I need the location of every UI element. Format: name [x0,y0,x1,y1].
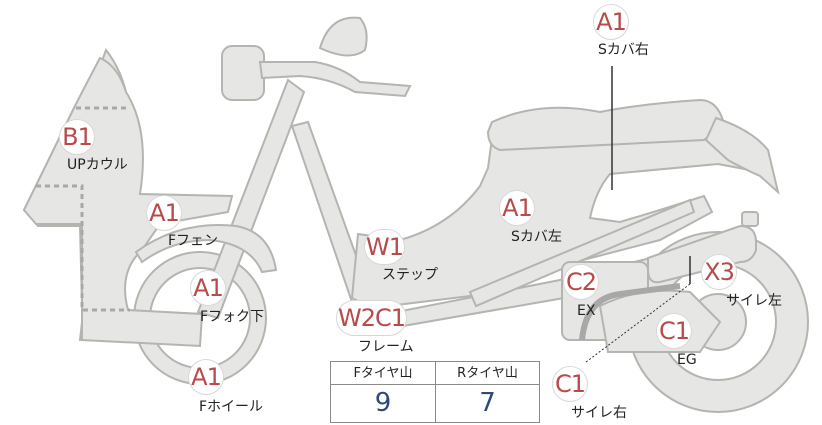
side-cover-left-label: Sカバ左 [511,229,562,245]
s-cover-right-label: Sカバ右 [598,42,649,58]
muffler-right-label: サイレ右 [571,405,627,421]
frame-label: フレーム [358,339,414,355]
rear-tire-value[interactable]: 7 [479,388,496,418]
muffler-left-code[interactable]: X3 [701,254,737,290]
exhaust-pipe [579,283,681,341]
front-fender-shape [134,224,278,274]
frame-code[interactable]: W2C1 [336,300,408,336]
step-label: ステップ [382,267,438,283]
exhaust-code[interactable]: C2 [563,264,599,300]
headlight-shape [318,16,368,57]
up-cowl-label: UPカウル [67,157,128,173]
seat-shape [486,98,726,152]
s-cover-right-code[interactable]: A1 [593,4,629,40]
up-cowl-code[interactable]: B1 [59,119,95,155]
front-tire-header: Fタイヤ山 [331,362,435,385]
tail-shape [704,116,780,195]
front-fender-code[interactable]: A1 [146,195,182,231]
muffler-shape [647,224,757,284]
engine-label: EG [677,352,697,368]
muffler-right-code[interactable]: C1 [552,366,588,402]
front-wheel-label: Fホイール [199,399,264,415]
front-fender-label: Fフェン [168,233,219,249]
rear-tire-header: Rタイヤ山 [436,362,539,385]
muffler-left-label: サイレ左 [726,293,782,309]
front-fork-lower-code[interactable]: A1 [190,270,226,306]
cowl-dash-line [36,106,130,312]
step-code[interactable]: W1 [364,229,405,265]
front-wheel-code[interactable]: A1 [188,359,224,395]
leader-muffler-right [585,283,691,363]
front-tire-value[interactable]: 9 [374,388,392,418]
rear-body-shape [350,134,761,310]
handle-arm [258,61,412,98]
handlebar-block [221,45,265,101]
side-cover-left-code[interactable]: A1 [499,190,535,226]
front-fork-lower-label: Fフォク下 [200,309,265,325]
under-frame-tube [468,198,696,308]
exhaust-label: EX [577,303,596,319]
tire-tread-table: Fタイヤ山 Rタイヤ山 9 7 [330,361,540,423]
engine-code[interactable]: C1 [656,313,692,349]
table-divider [435,362,436,422]
